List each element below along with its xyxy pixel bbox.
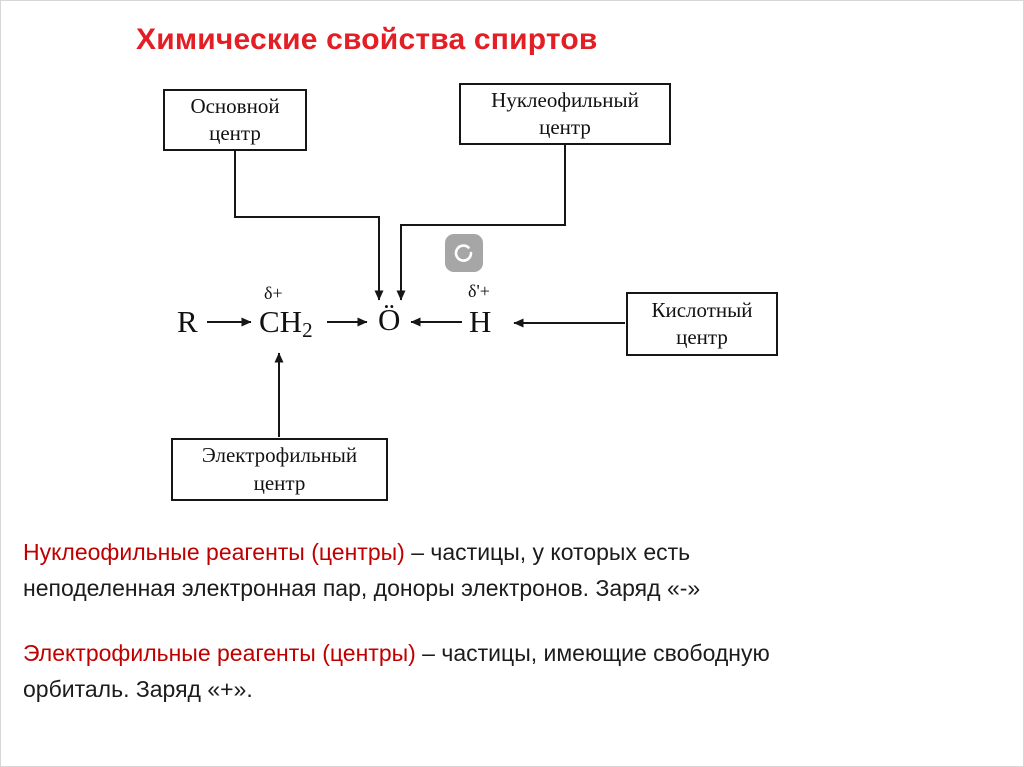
arrow-nucleophilic-to-oxygen xyxy=(396,145,566,301)
box-acidic-label-line2: центр xyxy=(676,325,728,349)
paragraph-electrophilic: Электрофильные реагенты (центры) – части… xyxy=(23,635,943,708)
formula-delta-plus: δ+ xyxy=(264,283,283,303)
formula-oxygen: Ö xyxy=(378,302,401,337)
box-basic-label-line2: центр xyxy=(209,121,261,145)
paragraph-nucleophilic: Нуклеофильные реагенты (центры) – частиц… xyxy=(23,534,943,607)
box-acidic-label-line1: Кислотный xyxy=(651,297,753,322)
paragraph-nucleophilic-rest: – частицы, у которых есть xyxy=(404,539,691,565)
box-electrophilic-label-line1: Электрофильный xyxy=(201,443,358,468)
formula-delta-prime-plus: δ'+ xyxy=(468,281,490,301)
formula-ch2: CH2 xyxy=(259,306,313,341)
box-basic-center: Основной центр xyxy=(163,89,307,151)
box-electrophilic-label-line2: центр xyxy=(253,470,306,495)
definitions: Нуклеофильные реагенты (центры) – частиц… xyxy=(23,534,943,707)
paragraph-nucleophilic-lead: Нуклеофильные реагенты (центры) xyxy=(23,539,405,565)
paragraph-electrophilic-rest: – частицы, имеющие свободную xyxy=(415,639,770,666)
paragraph-electrophilic-line2: орбиталь. Заряд «+». xyxy=(23,675,253,702)
formula-hydrogen: H xyxy=(469,304,492,339)
arrow-basic-to-oxygen xyxy=(234,151,384,301)
rotate-icon-glyph xyxy=(454,244,473,262)
paragraph-nucleophilic-line2: неподеленная электронная пар, доноры эле… xyxy=(23,575,701,602)
paragraph-electrophilic-lead: Электрофильные реагенты (центры) xyxy=(23,639,416,666)
formula-r: R xyxy=(177,304,198,339)
box-nucleophilic-label-line1: Нуклеофильный xyxy=(491,87,639,112)
formula-ch: CH xyxy=(259,304,303,339)
formula-ch-subscript: 2 xyxy=(302,318,313,342)
connector-arrows xyxy=(207,145,625,437)
box-nucleophilic-center: Нуклеофильный центр xyxy=(459,83,671,145)
rotate-icon xyxy=(445,234,483,272)
box-nucleophilic-label-line2: центр xyxy=(539,115,591,139)
slide-title: Химические свойства спиртов xyxy=(136,23,598,56)
box-electrophilic-center: Электрофильный центр xyxy=(171,438,388,501)
box-acidic-center: Кислотный центр xyxy=(626,292,778,356)
box-basic-label-line1: Основной xyxy=(190,93,280,118)
